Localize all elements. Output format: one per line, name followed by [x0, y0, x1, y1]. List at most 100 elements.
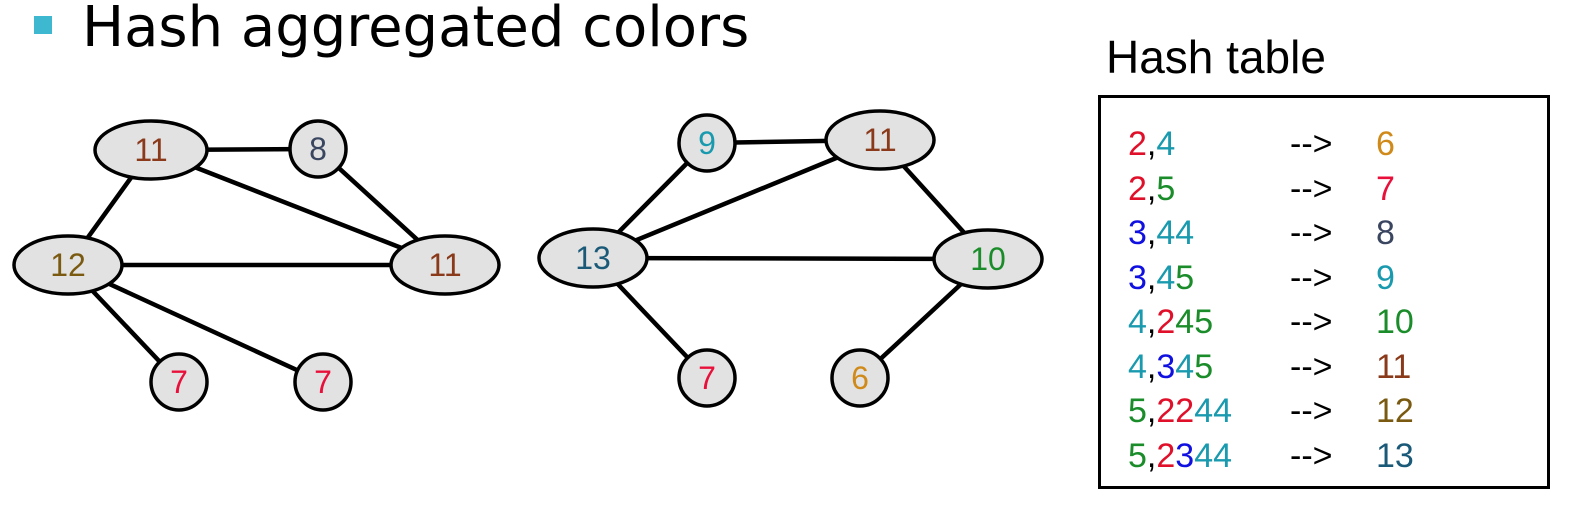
hash-table-row: 2,5 --> 7 [1128, 167, 1548, 211]
node-label: 12 [50, 247, 86, 283]
hash-key-segment: 5 [1194, 347, 1214, 386]
hash-key-segment: 5 [1156, 169, 1176, 208]
hash-key-segment: 4 [1128, 347, 1147, 386]
node-label: 13 [575, 240, 611, 276]
hash-key-segment: , [1146, 214, 1157, 252]
node-label: 7 [314, 364, 332, 400]
hash-key-segment: 44 [1194, 436, 1233, 475]
node-label: 9 [698, 125, 716, 161]
hash-value: 9 [1376, 258, 1395, 297]
graph-edge [150, 147, 446, 268]
hash-table-row: 3,45 --> 9 [1128, 256, 1548, 300]
edges [66, 137, 990, 385]
node-ellipse [537, 227, 649, 289]
node-ellipse [830, 348, 890, 408]
hash-key-segment: , [1146, 303, 1157, 341]
hash-key-segment: , [1146, 258, 1157, 297]
node-label: 11 [134, 132, 167, 168]
hash-value: 10 [1376, 303, 1414, 341]
node-ellipse [93, 119, 209, 181]
hash-key-segment: , [1146, 392, 1157, 430]
hash-value: 12 [1376, 392, 1414, 430]
graph-edge [592, 255, 989, 262]
hash-key-segment: 2 [1128, 125, 1147, 163]
hash-key-segment: 44 [1156, 214, 1195, 252]
hash-key: 4,245 [1128, 300, 1213, 344]
graph-node: 12 [12, 234, 124, 296]
hash-arrow: --> [1290, 347, 1333, 386]
graph-node: 11 [824, 109, 936, 171]
hash-value: 7 [1376, 169, 1395, 208]
hash-key-segment: 3 [1156, 347, 1176, 386]
hash-arrow: --> [1290, 125, 1333, 163]
hash-key-segment: , [1146, 169, 1157, 208]
node-label: 8 [309, 131, 327, 167]
hash-key-segment: 4 [1128, 303, 1147, 341]
hash-key-segment: 4 [1156, 125, 1176, 163]
hash-key-segment: 3 [1128, 214, 1147, 252]
graph-node: 7 [149, 352, 209, 412]
node-label: 6 [851, 360, 869, 396]
node-ellipse [293, 352, 353, 412]
bullet-square [34, 16, 52, 34]
hash-key: 5,2344 [1128, 434, 1232, 478]
hash-arrow: --> [1290, 303, 1333, 341]
hash-table-title: Hash table [1106, 31, 1326, 83]
hash-key-segment: 5 [1175, 258, 1195, 297]
graph-node: 9 [677, 113, 737, 173]
node-ellipse [288, 119, 348, 179]
hash-key-segment: 3 [1128, 258, 1147, 297]
graph-node: 10 [932, 228, 1044, 290]
hash-table-row: 2,4 --> 6 [1128, 122, 1548, 166]
hash-key: 4,345 [1128, 345, 1213, 389]
graph-node: 11 [389, 234, 501, 296]
graph-node: 7 [293, 352, 353, 412]
hash-key: 3,44 [1128, 211, 1194, 255]
node-ellipse [824, 109, 936, 171]
node-label: 11 [428, 247, 461, 283]
graph-edge [592, 137, 881, 261]
hash-key-segment: 44 [1194, 392, 1233, 430]
hash-key-segment: 2 [1156, 436, 1176, 475]
hash-value: 8 [1376, 214, 1395, 252]
graph-node: 11 [93, 119, 209, 181]
hash-arrow: --> [1290, 436, 1333, 475]
hash-table-row: 4,345-->11 [1128, 345, 1548, 389]
hash-arrow: --> [1290, 214, 1333, 252]
hash-key-segment: , [1146, 347, 1157, 386]
hash-key-segment: , [1146, 436, 1157, 475]
hash-arrow: --> [1290, 258, 1333, 297]
node-ellipse [149, 352, 209, 412]
hash-arrow: --> [1290, 169, 1333, 208]
hash-key-segment: 4 [1175, 347, 1195, 386]
hash-table-row: 3,44 --> 8 [1128, 211, 1548, 255]
node-ellipse [12, 234, 124, 296]
graph-node: 13 [537, 227, 649, 289]
hash-key-segment: 2 [1128, 169, 1147, 208]
graph-node: 6 [830, 348, 890, 408]
hash-value: 13 [1376, 436, 1414, 475]
hash-key: 3,45 [1128, 256, 1194, 300]
node-label: 7 [698, 360, 716, 396]
hash-table-row: 5,2344 --> 13 [1128, 434, 1548, 478]
hash-table-box [1098, 95, 1550, 489]
node-ellipse [932, 228, 1044, 290]
hash-key-segment: 45 [1175, 303, 1214, 341]
node-label: 10 [970, 241, 1006, 277]
hash-key-segment: 4 [1156, 258, 1176, 297]
hash-key-segment: , [1146, 125, 1157, 163]
nodes: 11 8 12 11 7 7 9 11 13 10 7 6 [12, 109, 1044, 412]
graph-node: 7 [677, 348, 737, 408]
hash-table-row: 5,2244-->12 [1128, 389, 1548, 433]
node-label: 11 [863, 122, 896, 158]
hash-key-segment: 22 [1156, 392, 1195, 430]
hash-value: 6 [1376, 125, 1395, 163]
hash-key-segment: 2 [1156, 303, 1176, 341]
hash-key-segment: 3 [1175, 436, 1195, 475]
node-label: 7 [170, 364, 188, 400]
hash-key: 5,2244 [1128, 389, 1232, 433]
hash-table-row: 4,245 --> 10 [1128, 300, 1548, 344]
hash-key-segment: 5 [1128, 392, 1147, 430]
slide-title: Hash aggregated colors [82, 0, 750, 60]
